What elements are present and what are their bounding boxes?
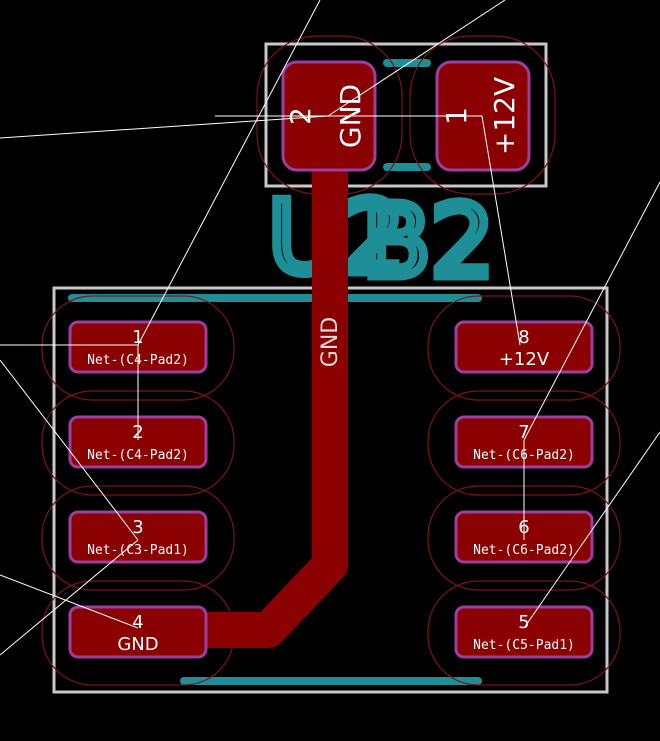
ic-pad-3-net: Net-(C3-Pad1)	[87, 543, 189, 558]
gnd-track-label: GND	[318, 317, 343, 367]
ratsnest-line	[327, 0, 506, 117]
ratsnest-layer	[0, 0, 660, 656]
courtyard-pad-3	[41, 485, 235, 591]
ic-pad-8[interactable]: 8 +12V	[454, 320, 594, 374]
ic-pad-3[interactable]: 3 Net-(C3-Pad1)	[68, 510, 208, 564]
ratsnest-line	[481, 115, 521, 346]
ic-pad-4[interactable]: 4 GND	[68, 605, 208, 659]
ratsnest-line	[0, 539, 139, 656]
ic-pad-4-num: 4	[132, 612, 143, 633]
ic-pad-8-net: +12V	[499, 349, 550, 370]
ratsnest-line	[523, 431, 660, 629]
ic-pad-7-num: 7	[518, 422, 529, 443]
ratsnest-line	[0, 574, 139, 629]
ratsnest-line	[137, 0, 321, 346]
ic-pad-3-num: 3	[132, 517, 143, 538]
ratsnest-line	[0, 359, 139, 541]
gnd-track[interactable]	[177, 154, 348, 648]
ic-pad-5-num: 5	[518, 612, 529, 633]
connector-courtyard-1	[409, 35, 556, 195]
connector-pad-1[interactable]: 1 +12V	[435, 60, 531, 172]
connector-outline	[264, 42, 548, 188]
ic-silk-top	[68, 294, 482, 302]
ratsnest-line	[0, 115, 329, 139]
ic-pad-5-net: Net-(C5-Pad1)	[473, 638, 575, 653]
ic-pad-6-net: Net-(C6-Pad2)	[473, 543, 575, 558]
ic-pad-8-num: 8	[518, 327, 529, 348]
ic-silk-bottom	[180, 677, 482, 685]
ref-label-b2: B2	[362, 183, 494, 300]
ic-pad-1-num: 1	[132, 327, 143, 348]
ic-pad-2-net: Net-(C4-Pad2)	[87, 448, 189, 463]
ic-pad-4-net: GND	[117, 634, 158, 655]
ic-pad-5[interactable]: 5 Net-(C5-Pad1)	[454, 605, 594, 659]
ratsnest-line	[523, 181, 660, 441]
connector-pad-1-net: +12V	[488, 77, 521, 155]
courtyard-pad-5	[427, 580, 621, 686]
courtyard-pad-8	[427, 295, 621, 401]
